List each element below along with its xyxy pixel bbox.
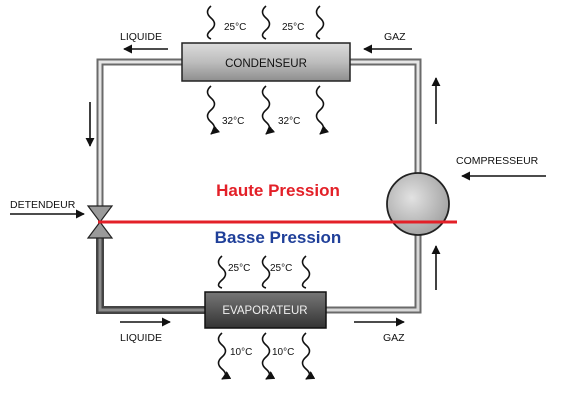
flow-arrows bbox=[10, 44, 546, 327]
heat-wave-cond-in-3 bbox=[315, 5, 325, 40]
heat-wave-evap-out-2 bbox=[261, 332, 276, 380]
cond-out-temp-2: 32°C bbox=[278, 116, 300, 127]
high-pressure-label: Haute Pression bbox=[216, 181, 340, 200]
heat-wave-evap-in-1 bbox=[217, 255, 227, 289]
detendeur-label: DETENDEUR bbox=[10, 199, 76, 211]
compressor-circle bbox=[386, 172, 450, 236]
cond-in-temp-2: 25°C bbox=[282, 22, 304, 33]
heat-wave-evap-in-3 bbox=[301, 255, 311, 289]
cond-out-temp-1: 32°C bbox=[222, 116, 244, 127]
evaporator-box bbox=[204, 291, 327, 329]
evap-in-temp-2: 25°C bbox=[270, 263, 292, 274]
cond-in-temp-1: 25°C bbox=[224, 22, 246, 33]
heat-wave-cond-out-2 bbox=[261, 85, 276, 135]
liquid-bottom-label: LIQUIDE bbox=[120, 332, 162, 344]
compressor bbox=[386, 172, 450, 236]
liquid-top-label: LIQUIDE bbox=[120, 31, 162, 43]
heat-wave-cond-out-1 bbox=[206, 85, 221, 135]
compressor-label: COMPRESSEUR bbox=[456, 155, 539, 167]
evap-out-temp-2: 10°C bbox=[272, 347, 294, 358]
evaporator-label: EVAPORATEUR bbox=[222, 305, 307, 317]
low-pressure-label: Basse Pression bbox=[215, 228, 342, 247]
evaporator: EVAPORATEUR bbox=[204, 291, 327, 329]
evap-in-temp-1: 25°C bbox=[228, 263, 250, 274]
gas-bottom-label: GAZ bbox=[383, 332, 405, 344]
condenser-label: CONDENSEUR bbox=[225, 58, 307, 70]
heat-wave-evap-out-1 bbox=[217, 332, 232, 380]
evap-out-temp-1: 10°C bbox=[230, 347, 252, 358]
heat-wave-cond-in-1 bbox=[206, 5, 216, 40]
valve-top-triangle bbox=[86, 205, 114, 223]
condenser: CONDENSEUR bbox=[181, 42, 351, 82]
pipe-loop bbox=[96, 58, 422, 314]
heat-flows bbox=[206, 5, 330, 380]
expansion-valve bbox=[86, 205, 114, 239]
heat-wave-evap-out-3 bbox=[301, 332, 316, 380]
valve-bottom-triangle bbox=[86, 221, 114, 239]
gas-top-label: GAZ bbox=[384, 31, 406, 43]
condenser-box bbox=[181, 42, 351, 82]
heat-wave-evap-in-2 bbox=[261, 255, 271, 289]
heat-wave-cond-in-2 bbox=[261, 5, 271, 40]
heat-wave-cond-out-3 bbox=[315, 85, 330, 135]
